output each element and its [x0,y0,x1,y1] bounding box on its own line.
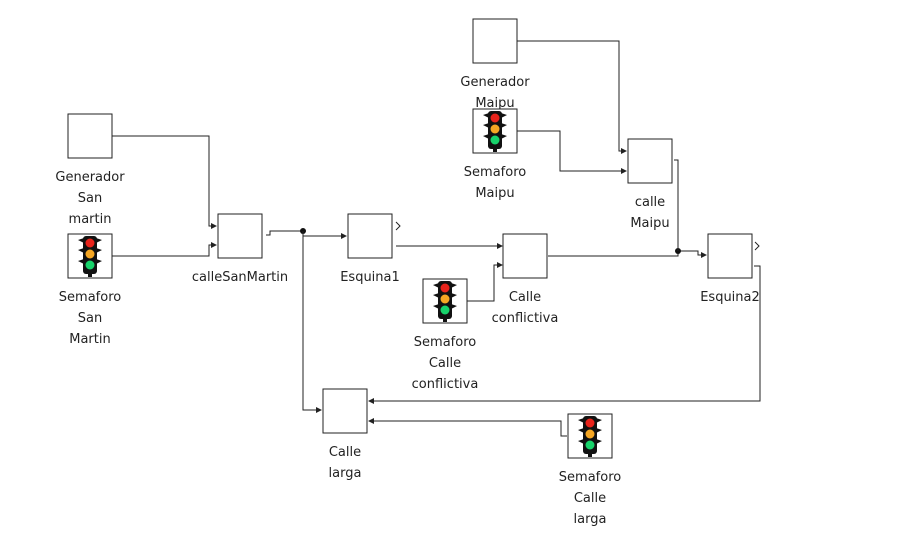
arrowhead [211,223,217,229]
block-esquina2[interactable]: Esquina2 [700,233,760,305]
traffic-light-icon [67,233,113,279]
arrowhead [701,252,707,258]
esquina2-output-chevron [754,241,760,251]
wire-generador-maipu-to-calle-maipu [517,40,623,152]
wire-calle-conflictiva-to-esquina2 [548,250,703,257]
block-label: Esquina2 [700,290,760,305]
arrowhead [621,148,627,154]
esquina1-output-chevron [395,221,401,231]
block-calle-san-martin[interactable]: calleSanMartin [192,213,288,285]
wire-semaforo-larga-to-calle-larga [373,420,567,437]
arrowhead [341,233,347,239]
arrowhead [316,407,322,413]
connection-wires [112,40,761,437]
wire-esquina2-to-calle-larga [373,265,761,402]
arrowhead [497,262,503,268]
wire-calle-maipu-output [674,159,679,251]
wire-semaforo-conflictiva-to-calle-conflictiva [467,264,498,302]
wire-semaforo-maipu-to-calle-maipu [517,130,623,172]
block-label: calleSanMartin [192,270,288,285]
wire-branch-to-calle-larga [302,231,318,411]
traffic-light-icon [472,108,518,154]
arrowhead [211,242,217,248]
wire-semaforo-san-martin-to-calle-san-martin [112,244,213,257]
arrowhead [368,418,374,424]
wire-calle-san-martin-to-esquina1 [266,230,341,237]
arrowhead [621,168,627,174]
block-label: Esquina1 [340,270,400,285]
traffic-light-icon [567,413,613,459]
wire-generador-san-martin-to-calle-san-martin [112,135,213,227]
arrowhead [368,398,374,404]
traffic-light-icon [422,278,468,324]
block-esquina1[interactable]: Esquina1 [340,213,400,285]
arrowhead [497,243,503,249]
